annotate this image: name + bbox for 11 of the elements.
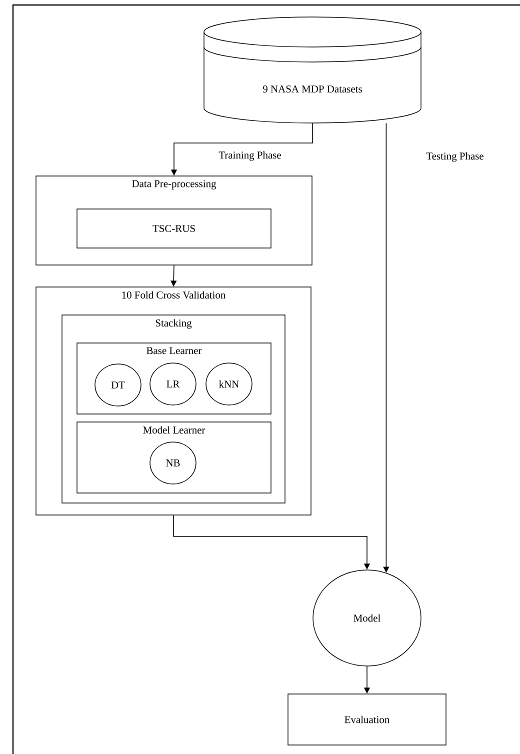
ellipse-node: kNN xyxy=(206,362,252,406)
edge-label: Training Phase xyxy=(218,150,282,162)
edge-label: Testing Phase xyxy=(425,151,485,163)
ellipse-node: NB xyxy=(150,442,196,484)
database-cylinder: 9 NASA MDP Datasets xyxy=(204,16,422,124)
process-box: Evaluation xyxy=(288,694,446,746)
ellipse-node: LR xyxy=(150,362,196,406)
ellipse-node: Model xyxy=(312,570,422,666)
process-box: TSC-RUS xyxy=(76,208,272,248)
node-label: 9 NASA MDP Datasets xyxy=(263,85,362,93)
ellipse-node: DT xyxy=(94,364,142,406)
